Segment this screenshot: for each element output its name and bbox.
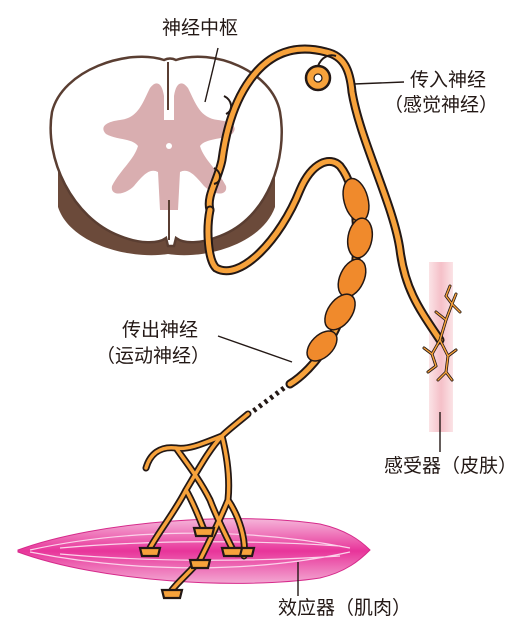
pointer-efferent — [218, 336, 292, 362]
label-efferent-subtitle: （运动神经） — [96, 344, 210, 368]
label-nerve-center: 神经中枢 — [162, 16, 238, 40]
label-efferent-nerve: 传出神经 — [122, 318, 198, 342]
label-afferent-subtitle: （感觉神经） — [384, 93, 498, 117]
myelin-segment — [339, 176, 374, 225]
axon-gap-dots — [252, 388, 284, 412]
myelin-segment — [333, 255, 372, 301]
myelin-segment — [345, 216, 376, 260]
central-canal — [166, 143, 172, 149]
label-effector: 效应器（肌肉） — [278, 596, 411, 620]
myelin-segment — [319, 289, 362, 336]
label-receptor: 感受器（皮肤） — [384, 454, 517, 478]
pointer-afferent — [354, 82, 404, 84]
label-afferent-nerve: 传入神经 — [410, 68, 486, 92]
